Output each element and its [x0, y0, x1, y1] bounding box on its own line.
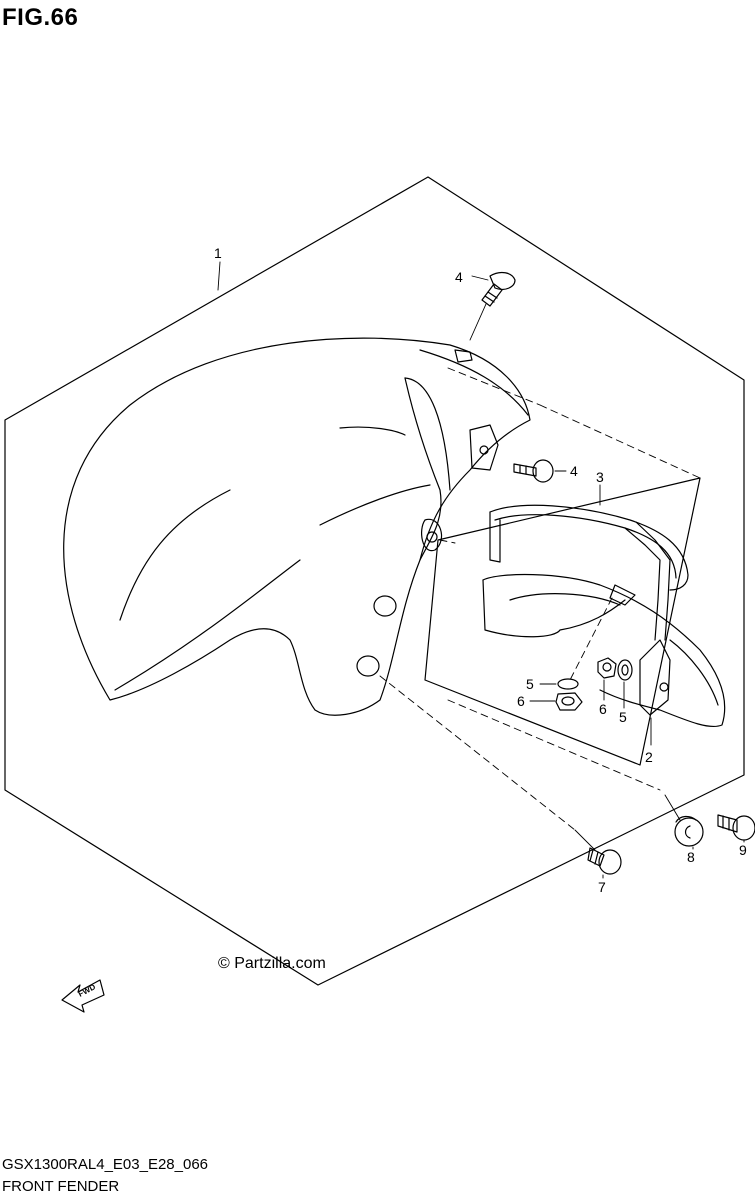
assembly-outline	[4, 176, 745, 986]
callout-5-right: 5	[619, 709, 627, 725]
fastener-parts-5-6	[555, 657, 633, 711]
assembly-line-7	[574, 829, 596, 851]
figure-title: FIG.66	[2, 4, 79, 31]
callout-7: 7	[598, 879, 606, 895]
callout-3: 3	[596, 469, 604, 485]
callout-2: 2	[645, 749, 653, 765]
model-code: GSX1300RAL4_E03_E28_066	[2, 1156, 209, 1173]
section-name: FRONT FENDER	[2, 1178, 120, 1195]
callout-1: 1	[214, 245, 222, 261]
callout-9: 9	[739, 842, 747, 858]
callout-4-top: 4	[455, 269, 463, 285]
callout-6-right: 6	[599, 701, 607, 717]
bolt-part-9	[717, 814, 755, 841]
fender-brace-part	[489, 504, 689, 641]
watermark: © Partzilla.com	[218, 955, 326, 972]
callout-labels: 1 4 4 3 5 6 6 5 2 8 9 7	[214, 245, 747, 895]
callout-8: 8	[687, 849, 695, 865]
bolt-part-7	[587, 847, 622, 875]
grommet-part-8	[674, 815, 704, 847]
callout-5-left: 5	[526, 676, 534, 692]
leader-lines	[217, 261, 745, 879]
assembly-line-8	[664, 794, 681, 821]
inner-fender-part	[482, 573, 726, 728]
callout-4-side: 4	[570, 463, 578, 479]
screw-part-4-side	[513, 459, 554, 483]
fwd-arrow-icon: FWD	[61, 979, 105, 1013]
screw-part-4-top	[481, 271, 516, 307]
front-fender-part	[63, 337, 531, 716]
subassembly-outline	[424, 477, 701, 766]
assembly-dash-lines	[379, 367, 701, 831]
callout-6-left: 6	[517, 693, 525, 709]
